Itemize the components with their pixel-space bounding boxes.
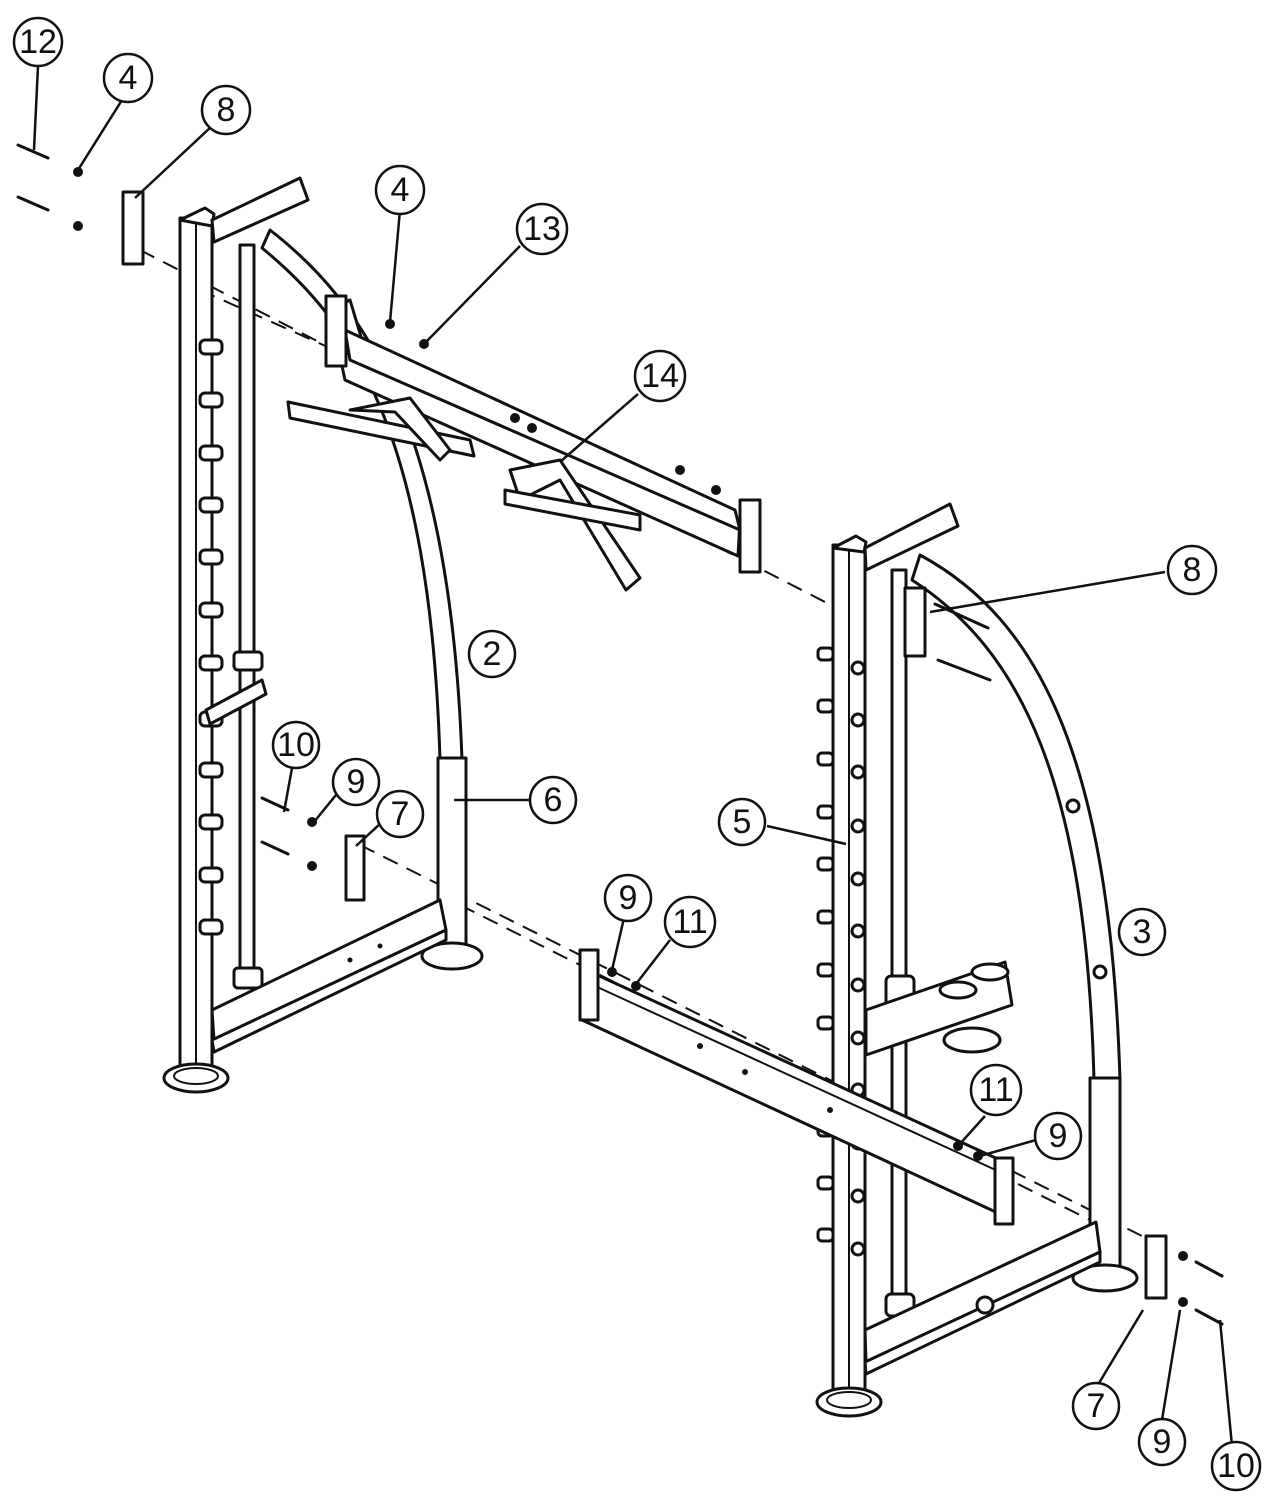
- callout-6: 6: [528, 775, 578, 825]
- callout-label: 7: [391, 795, 410, 833]
- callout-label: 9: [1049, 1117, 1068, 1155]
- right-upright: [815, 534, 883, 1418]
- callout-10-left: 10: [271, 720, 321, 770]
- callout-label: 8: [217, 91, 236, 129]
- callout-7-left: 7: [375, 789, 425, 839]
- callout-4-top-center: 4: [374, 164, 426, 216]
- callout-label: 2: [483, 635, 502, 673]
- callout-label: 8: [1183, 551, 1202, 589]
- callout-label: 7: [1087, 1387, 1106, 1425]
- callout-14: 14: [633, 349, 687, 403]
- callout-label: 9: [619, 879, 638, 917]
- callout-label: 12: [19, 23, 57, 61]
- callout-11-right: 11: [969, 1063, 1023, 1117]
- right-guide-rod: [884, 568, 916, 1322]
- callout-9-right: 9: [1033, 1111, 1083, 1161]
- right-rear-bracket: [864, 960, 1014, 1057]
- front-cross-member: [578, 948, 1015, 1226]
- callout-label: 4: [119, 59, 138, 97]
- callout-9-bottom: 9: [1137, 1417, 1187, 1467]
- callout-9-center: 9: [603, 873, 653, 923]
- callout-8-right: 8: [1166, 544, 1218, 596]
- left-weight-pegs: [198, 338, 224, 936]
- callout-label: 13: [523, 210, 561, 248]
- callout-2: 2: [467, 629, 517, 679]
- callout-10-bottom: 10: [1210, 1440, 1262, 1492]
- callout-11-center: 11: [663, 895, 717, 949]
- callout-5: 5: [717, 797, 767, 847]
- callout-4-top-left: 4: [102, 52, 154, 104]
- left-base-frame: [210, 898, 448, 1054]
- pull-up-bar: [286, 294, 762, 592]
- callout-label: 10: [277, 726, 315, 764]
- callout-3: 3: [1117, 907, 1167, 957]
- callout-9-left: 9: [331, 757, 381, 807]
- callout-label: 9: [1153, 1423, 1172, 1461]
- callout-leaders: [32, 65, 1234, 1447]
- callout-label: 11: [978, 1071, 1013, 1109]
- callout-13: 13: [515, 202, 569, 256]
- callout-label: 9: [347, 763, 366, 801]
- callout-label: 6: [544, 781, 563, 819]
- callout-label: 11: [672, 903, 707, 941]
- left-guide-rod: [204, 243, 268, 990]
- callout-label: 3: [1133, 913, 1152, 951]
- callout-12: 12: [12, 16, 64, 68]
- callout-label: 10: [1217, 1447, 1255, 1485]
- callout-label: 4: [391, 171, 410, 209]
- callout-7-bottom: 7: [1071, 1381, 1121, 1431]
- callout-8-top-left: 8: [200, 84, 252, 136]
- callout-label: 14: [641, 357, 679, 395]
- callout-label: 5: [733, 803, 752, 841]
- right-base-frame: [863, 1220, 1102, 1376]
